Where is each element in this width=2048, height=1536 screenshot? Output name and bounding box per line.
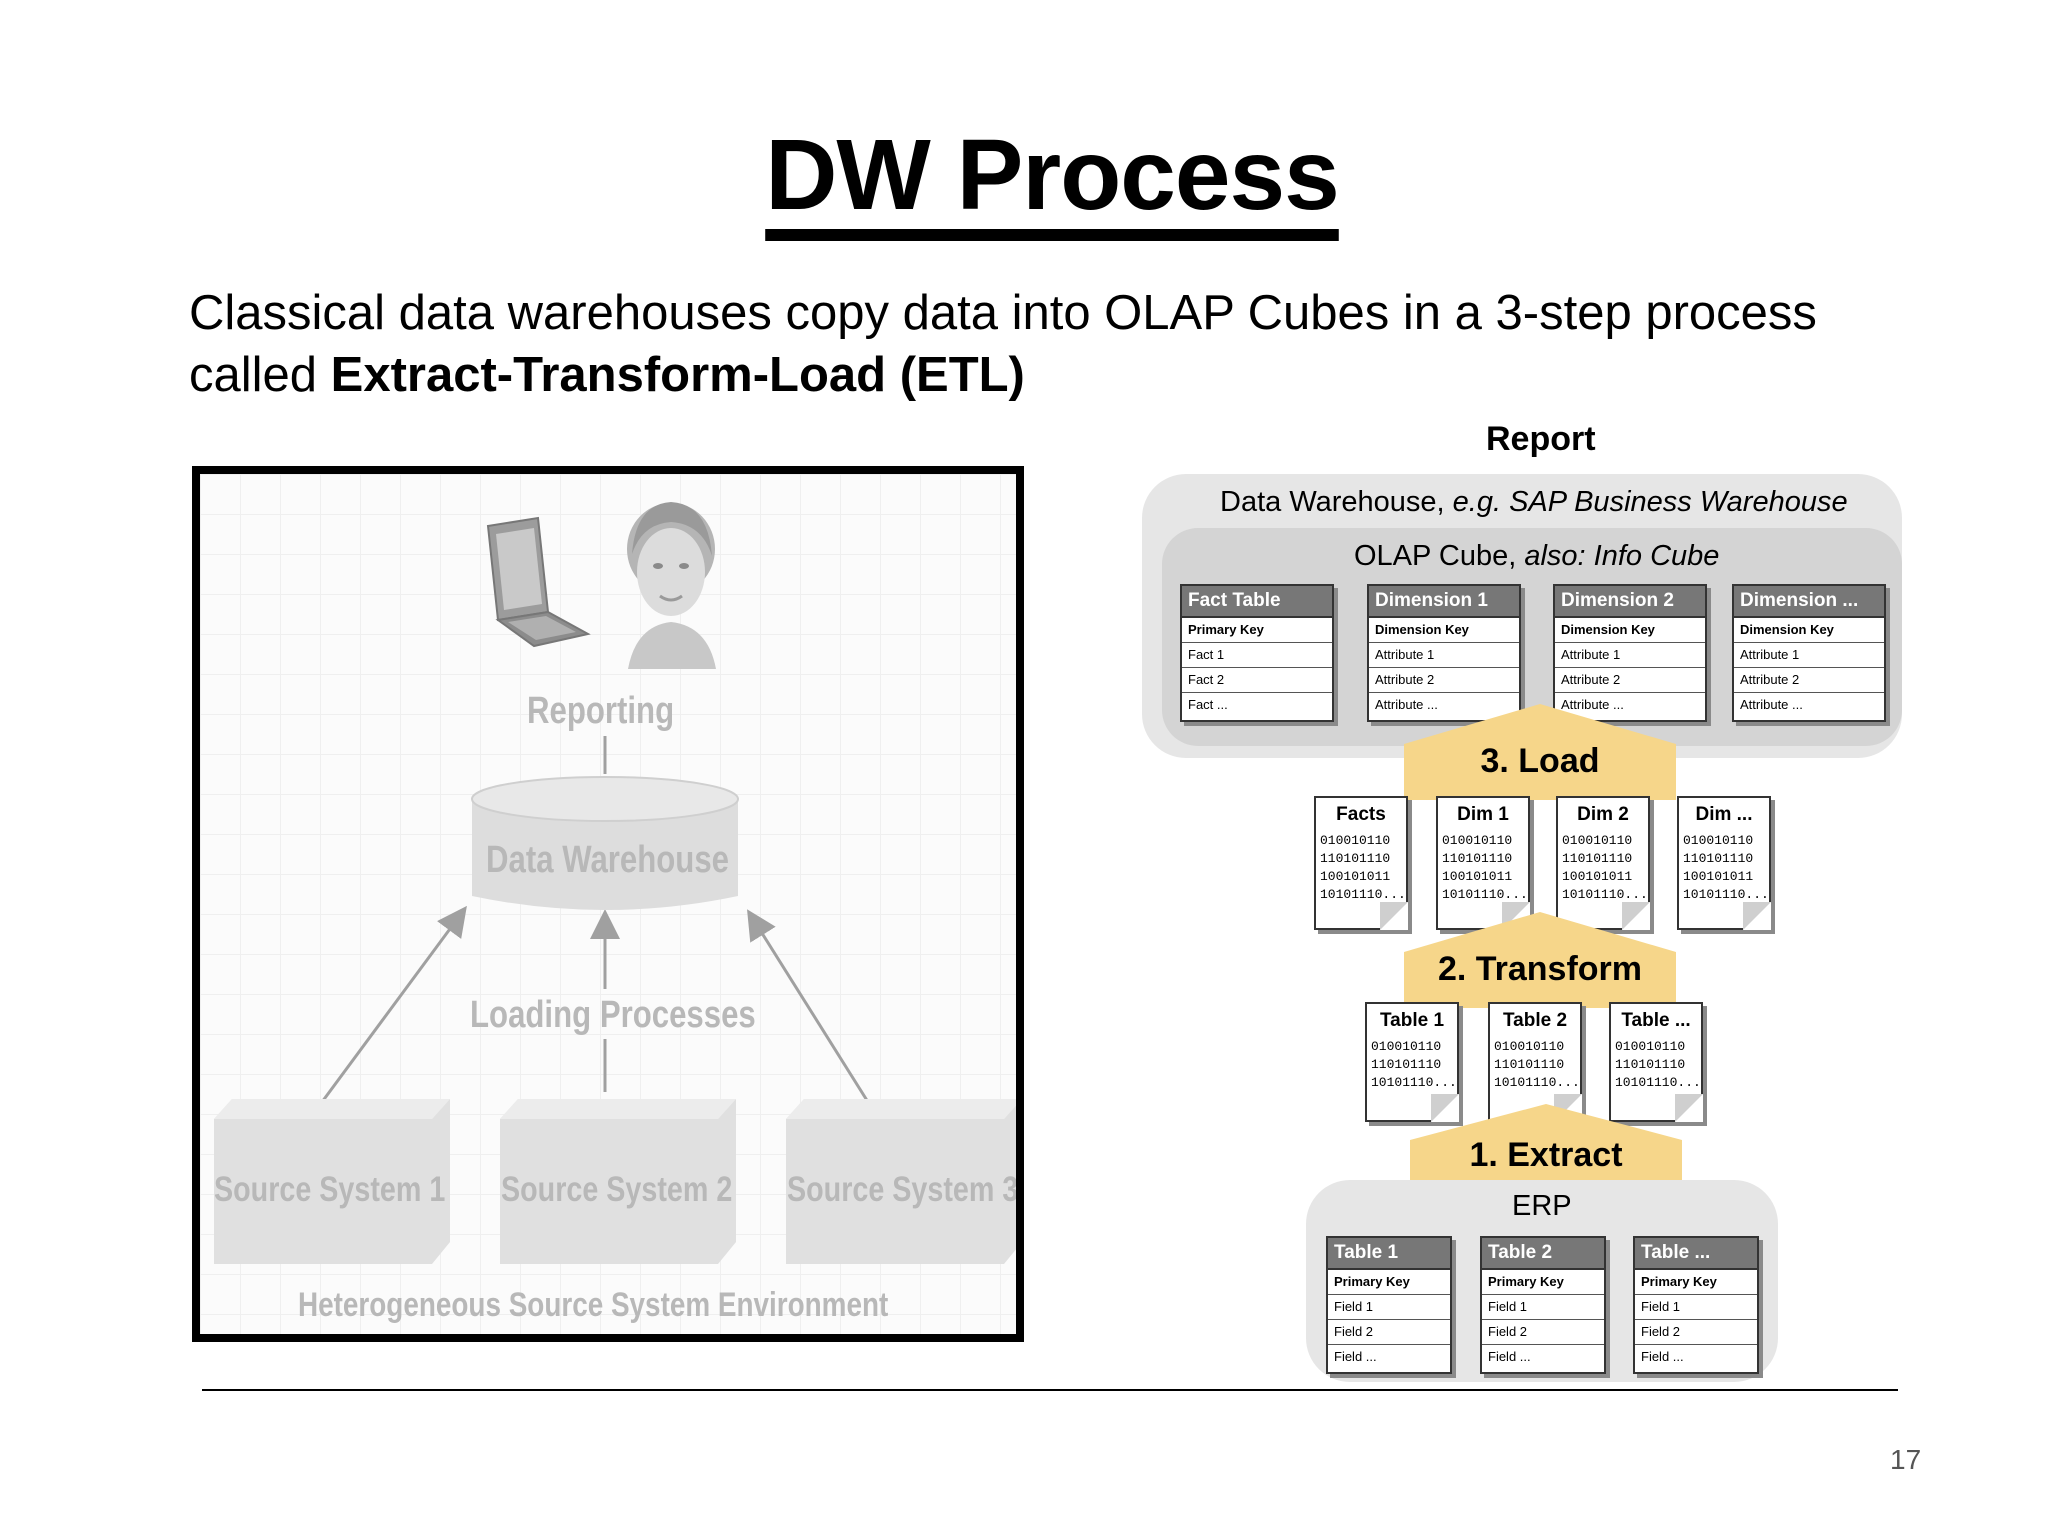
table-row: Attribute 1 xyxy=(1734,643,1884,668)
doc-table-2: Table 2 010010110 110101110 10101110... xyxy=(1488,1002,1582,1122)
table-row: Dimension Key xyxy=(1734,618,1884,643)
intro-line-1: Classical data warehouses copy data into… xyxy=(189,286,1817,340)
erp-label: ERP xyxy=(1512,1190,1572,1222)
load-arrow-shape xyxy=(1404,704,1676,800)
table-row: Primary Key xyxy=(1328,1270,1450,1295)
erp-table-2: Table 2 Primary Key Field 1 Field 2 Fiel… xyxy=(1480,1236,1606,1374)
person-photo xyxy=(627,502,716,669)
left-diagram: Reporting xyxy=(192,466,1024,1342)
table-row: Attribute 1 xyxy=(1369,643,1519,668)
step-transform-label: 2. Transform xyxy=(1437,950,1643,988)
table-row: Field 2 xyxy=(1328,1320,1450,1345)
table-row: Field 1 xyxy=(1328,1295,1450,1320)
table-row: Field ... xyxy=(1488,1349,1531,1364)
erp-table-1: Table 1 Primary Key Field 1 Field 2 Fiel… xyxy=(1326,1236,1452,1374)
step-extract: 1. Extract xyxy=(1410,1104,1682,1194)
dimension-2-table: Dimension 2 Dimension Key Attribute 1 At… xyxy=(1553,584,1707,722)
doc-dim-1: Dim 1 010010110 110101110 100101011 1010… xyxy=(1436,796,1530,930)
table-row: Fact ... xyxy=(1188,697,1228,712)
slide-title: DW Process xyxy=(765,119,1340,231)
step-load-label: 3. Load xyxy=(1480,742,1600,780)
doc-dim-n: Dim ... 010010110 110101110 100101011 10… xyxy=(1677,796,1771,930)
dw-caption: Data Warehouse, e.g. SAP Business Wareho… xyxy=(1220,486,1848,518)
doc-bits: 010010110 110101110 100101011 10101110..… xyxy=(1442,833,1528,902)
doc-bits: 010010110 110101110 10101110... xyxy=(1615,1039,1701,1090)
step-transform: 2. Transform xyxy=(1404,912,1676,1008)
table-row: Attribute ... xyxy=(1375,697,1438,712)
transform-arrow-shape xyxy=(1404,912,1676,1008)
olap-caption: OLAP Cube, also: Info Cube xyxy=(1354,540,1720,572)
doc-header: Dim 1 xyxy=(1457,804,1509,825)
doc-dim-2: Dim 2 010010110 110101110 100101011 1010… xyxy=(1556,796,1650,930)
table-header: Dimension 1 xyxy=(1369,586,1519,618)
doc-header: Table 2 xyxy=(1502,1010,1568,1031)
dimension-n-table: Dimension ... Dimension Key Attribute 1 … xyxy=(1732,584,1886,722)
table-row: Fact 1 xyxy=(1182,643,1332,668)
doc-bits: 010010110 110101110 10101110... xyxy=(1371,1039,1457,1090)
doc-header: Facts xyxy=(1336,804,1386,825)
intro-line-2: called Extract-Transform-Load (ETL) xyxy=(189,348,1025,402)
step-load: 3. Load xyxy=(1404,704,1676,800)
intro-text: Classical data warehouses copy data into… xyxy=(189,282,1989,406)
table-row: Primary Key xyxy=(1482,1270,1604,1295)
table-row: Attribute ... xyxy=(1561,697,1624,712)
table-row: Primary Key xyxy=(1635,1270,1757,1295)
table-row: Field ... xyxy=(1334,1349,1377,1364)
table-row: Field 1 xyxy=(1482,1295,1604,1320)
doc-header: Dim 2 xyxy=(1577,804,1629,825)
table-header: Dimension 2 xyxy=(1555,586,1705,618)
table-header: Fact Table xyxy=(1182,586,1332,618)
source-system-3: Source System 3 xyxy=(787,1170,1019,1209)
doc-header: Table 1 xyxy=(1379,1010,1445,1031)
left-connectors xyxy=(214,736,1016,1264)
step-extract-label: 1. Extract xyxy=(1469,1136,1623,1174)
doc-table-n: Table ... 010010110 110101110 10101110..… xyxy=(1609,1002,1703,1122)
doc-header: Dim ... xyxy=(1695,804,1753,825)
doc-bits: 010010110 110101110 10101110... xyxy=(1494,1039,1580,1090)
table-row: Field 2 xyxy=(1482,1320,1604,1345)
reporting-label: Reporting xyxy=(527,690,675,732)
doc-facts: Facts 010010110 110101110 100101011 1010… xyxy=(1314,796,1408,930)
fact-table: Fact Table Primary Key Fact 1 Fact 2 Fac… xyxy=(1180,584,1334,722)
source-system-2: Source System 2 xyxy=(501,1170,733,1209)
table-row: Attribute 1 xyxy=(1555,643,1705,668)
table-row: Field 1 xyxy=(1635,1295,1757,1320)
table-header: Table ... xyxy=(1635,1238,1757,1270)
doc-bits: 010010110 110101110 100101011 10101110..… xyxy=(1562,833,1648,902)
erp-table-n: Table ... Primary Key Field 1 Field 2 Fi… xyxy=(1633,1236,1759,1374)
table-row: Field 2 xyxy=(1635,1320,1757,1345)
laptop-icon xyxy=(486,516,591,648)
loading-processes-label: Loading Processes xyxy=(470,994,756,1036)
extract-arrow-shape xyxy=(1410,1104,1682,1194)
report-label: Report xyxy=(1486,420,1596,458)
table-row: Primary Key xyxy=(1182,618,1332,643)
doc-table-1: Table 1 010010110 110101110 10101110... xyxy=(1365,1002,1459,1122)
doc-header: Table ... xyxy=(1621,1010,1691,1031)
doc-bits: 010010110 110101110 100101011 10101110..… xyxy=(1683,833,1769,902)
etl-term: Extract-Transform-Load (ETL) xyxy=(330,348,1025,402)
table-row: Fact 2 xyxy=(1182,668,1332,693)
page-number: 17 xyxy=(1890,1444,1922,1475)
table-row: Attribute 2 xyxy=(1734,668,1884,693)
table-row: Attribute 2 xyxy=(1555,668,1705,693)
table-row: Dimension Key xyxy=(1555,618,1705,643)
table-row: Attribute ... xyxy=(1740,697,1803,712)
table-row: Attribute 2 xyxy=(1369,668,1519,693)
table-row: Dimension Key xyxy=(1369,618,1519,643)
table-header: Table 2 xyxy=(1482,1238,1604,1270)
table-header: Table 1 xyxy=(1328,1238,1450,1270)
environment-label: Heterogeneous Source System Environment xyxy=(298,1286,889,1324)
source-system-1: Source System 1 xyxy=(214,1170,446,1209)
data-warehouse-label: Data Warehouse xyxy=(486,839,730,881)
table-header: Dimension ... xyxy=(1734,586,1884,618)
dimension-1-table: Dimension 1 Dimension Key Attribute 1 At… xyxy=(1367,584,1521,722)
footer-divider xyxy=(202,1389,1898,1391)
doc-bits: 010010110 110101110 100101011 10101110..… xyxy=(1320,833,1406,902)
table-row: Field ... xyxy=(1641,1349,1684,1364)
